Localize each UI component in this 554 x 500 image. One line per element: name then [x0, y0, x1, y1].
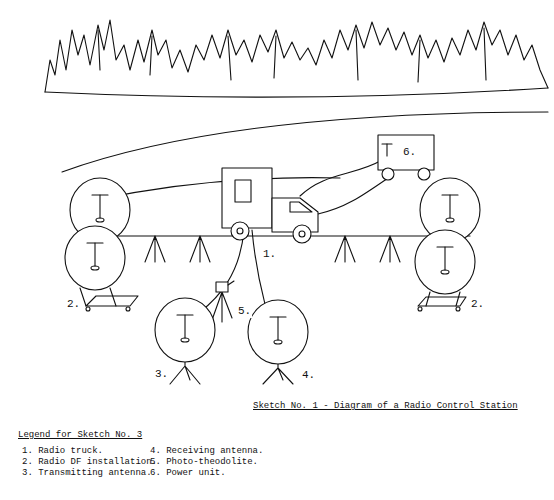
legend-heading: Legend for Sketch No. 3 [18, 430, 142, 440]
legend-entry: 5. Photo-theodolite. [150, 457, 258, 467]
legend-entry: 6. Power unit. [150, 468, 226, 478]
legend-entry: 1. Radio truck. [22, 446, 103, 456]
antenna-cable [252, 230, 266, 308]
mountain-base [45, 88, 548, 97]
mountain-range [45, 20, 548, 92]
df-installation-right [415, 178, 480, 311]
callout-number: 1. [262, 248, 277, 261]
legend-text: 2. Radio DF installation. [22, 457, 157, 467]
callout-number: 2. [470, 298, 485, 311]
photo-theodolite [212, 281, 234, 322]
legend-text: 3. Transmitting antenna. [22, 468, 152, 478]
transmitting-antenna [155, 298, 215, 384]
df-beam [80, 236, 470, 262]
legend-entry: 2. Radio DF installation. [22, 457, 157, 467]
legend-text: 6. Power unit. [150, 468, 226, 478]
mountain-detail [98, 28, 486, 82]
callout-number: 3. [154, 368, 169, 381]
diagram-title: Sketch No. 1 - Diagram of a Radio Contro… [253, 401, 518, 411]
legend-text: 5. Photo-theodolite. [150, 457, 258, 467]
power-cable [318, 178, 388, 214]
road-line [95, 178, 340, 200]
callout-number: 6. [402, 146, 417, 159]
callout-number: 5. [237, 305, 252, 318]
legend-entry: 4. Receiving antenna. [150, 446, 263, 456]
road-line [62, 112, 548, 172]
callout-number: 2. [66, 298, 81, 311]
callout-number: 4. [301, 369, 316, 382]
radio-truck [222, 168, 318, 243]
legend-entry: 3. Transmitting antenna. [22, 468, 152, 478]
legend-text: 1. Radio truck. [22, 446, 103, 456]
df-installation-left [65, 178, 138, 311]
receiving-antenna [248, 300, 308, 384]
legend-text: 4. Receiving antenna. [150, 446, 263, 456]
power-unit [378, 135, 434, 180]
